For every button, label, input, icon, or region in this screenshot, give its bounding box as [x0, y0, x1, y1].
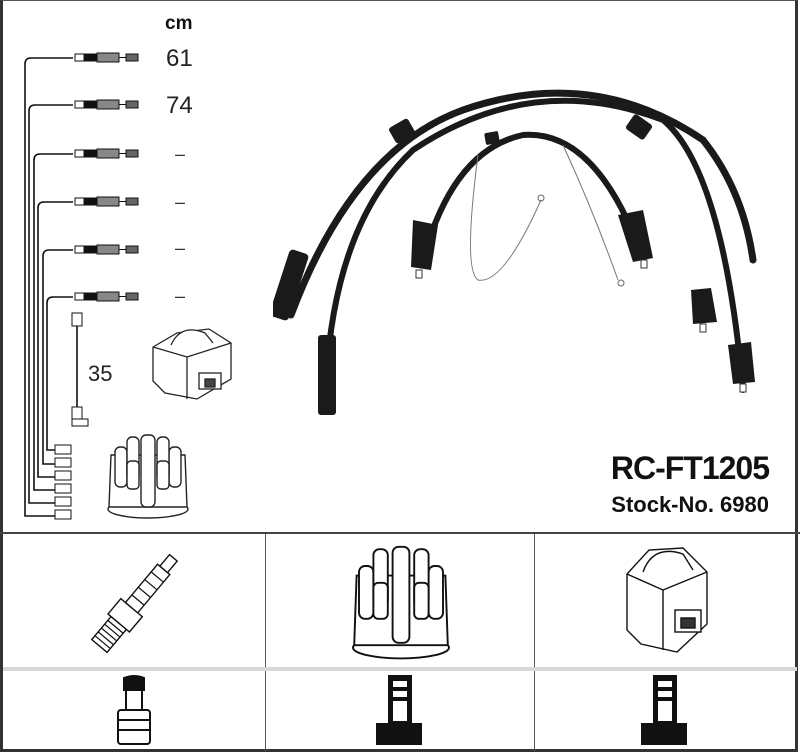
cell-distributor-connector [266, 671, 534, 751]
distributor-cap-icon [107, 434, 189, 519]
unit-label: cm [165, 13, 193, 34]
grid-row-divider [3, 667, 797, 671]
ignition-coil-icon [626, 547, 708, 653]
cell-coil-connector [535, 671, 797, 751]
top-panel: cm 61 74 – – – – 35 [3, 1, 797, 532]
spark-plug-connector-icon [117, 675, 151, 745]
stock-number: Stock-No. 6980 [611, 492, 769, 517]
lead-3-length: – [175, 144, 186, 164]
lead-2-length: 74 [166, 92, 193, 119]
grid-divider-1 [265, 534, 266, 751]
part-number: RC-FT1205 [610, 450, 770, 486]
cell-distributor-cap [266, 534, 534, 667]
lead-5-length: – [175, 238, 186, 258]
distributor-cap-icon [352, 545, 450, 660]
compatibility-grid [3, 534, 797, 751]
cell-spark-plug-connector [3, 671, 265, 751]
spark-plug-icon [90, 553, 179, 654]
distributor-connector-icon [376, 675, 422, 745]
lead-4-length: – [175, 192, 186, 212]
ignition-coil-icon [152, 328, 232, 400]
lead-layout-diagram-icon [24, 52, 139, 520]
lead-1-length: 61 [166, 45, 193, 72]
ignition-lead-set-photo [273, 89, 757, 415]
section-divider [0, 532, 800, 534]
grid-divider-2 [534, 534, 535, 751]
coil-connector-icon [641, 675, 687, 745]
coil-lead-length: 35 [88, 361, 113, 386]
cell-ignition-coil [535, 534, 797, 667]
lead-6-length: – [175, 286, 186, 306]
cell-spark-plug [3, 534, 265, 667]
